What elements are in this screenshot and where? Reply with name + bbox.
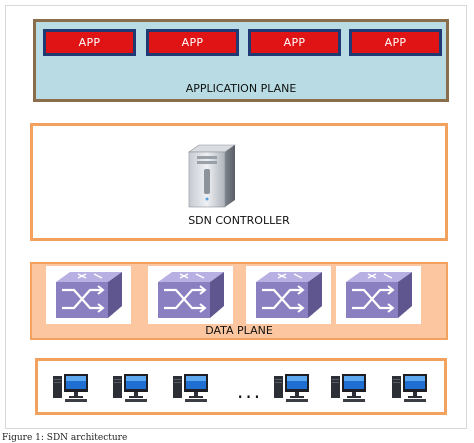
switch-tile-1 xyxy=(46,266,131,324)
desktop-computer-icon xyxy=(331,374,366,402)
network-switch-icon xyxy=(158,272,224,318)
desktop-computer-icon xyxy=(392,374,427,402)
application-plane-label: APPLICATION PLANE xyxy=(185,82,297,95)
desktop-computer-icon xyxy=(113,374,148,402)
network-switch-icon xyxy=(346,272,412,318)
ellipsis: ... xyxy=(237,379,263,403)
network-switch-icon xyxy=(56,272,122,318)
desktop-computer-icon xyxy=(173,374,208,402)
sdn-controller-label: SDN CONTROLLER xyxy=(188,214,290,227)
desktop-computer-icon xyxy=(53,374,88,402)
figure-caption: Figure 1: SDN architecture xyxy=(2,433,128,443)
hosts-plane: ... xyxy=(35,358,447,415)
app-box-4: APP xyxy=(349,29,442,56)
app-label: APP xyxy=(283,36,306,49)
switch-tile-3 xyxy=(246,266,331,324)
app-box-1: APP xyxy=(43,29,136,56)
data-plane-label: DATA PLANE xyxy=(205,324,273,337)
switch-tile-2 xyxy=(148,266,233,324)
application-plane: APP APP APP APP APPLICATION PLANE xyxy=(33,19,449,102)
server-icon xyxy=(188,144,236,208)
network-switch-icon xyxy=(256,272,322,318)
sdn-controller-plane: SDN CONTROLLER xyxy=(30,123,448,241)
app-box-3: APP xyxy=(248,29,341,56)
app-label: APP xyxy=(181,36,204,49)
desktop-computer-icon xyxy=(274,374,309,402)
app-label: APP xyxy=(78,36,101,49)
data-plane: DATA PLANE xyxy=(30,262,448,340)
diagram-frame xyxy=(5,5,467,429)
app-box-2: APP xyxy=(146,29,239,56)
app-label: APP xyxy=(384,36,407,49)
switch-tile-4 xyxy=(336,266,421,324)
